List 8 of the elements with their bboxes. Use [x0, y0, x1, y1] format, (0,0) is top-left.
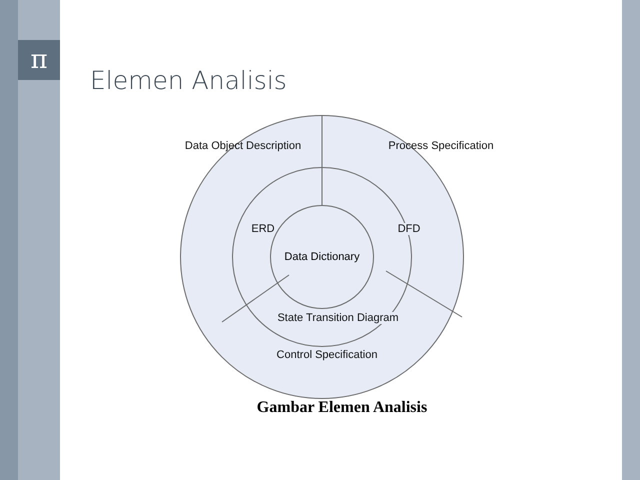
circle-label: Data Dictionary	[284, 251, 360, 263]
figure-caption: Gambar Elemen Analisis	[256, 399, 428, 417]
pi-symbol: π	[18, 40, 60, 80]
sector-label: State Transition Diagram	[275, 312, 401, 324]
slide-title: Elemen Analisis	[90, 66, 287, 95]
sector-label: Control Specification	[276, 349, 378, 361]
sector-label: ERD	[251, 223, 275, 235]
sector-label: DFD	[396, 223, 422, 235]
